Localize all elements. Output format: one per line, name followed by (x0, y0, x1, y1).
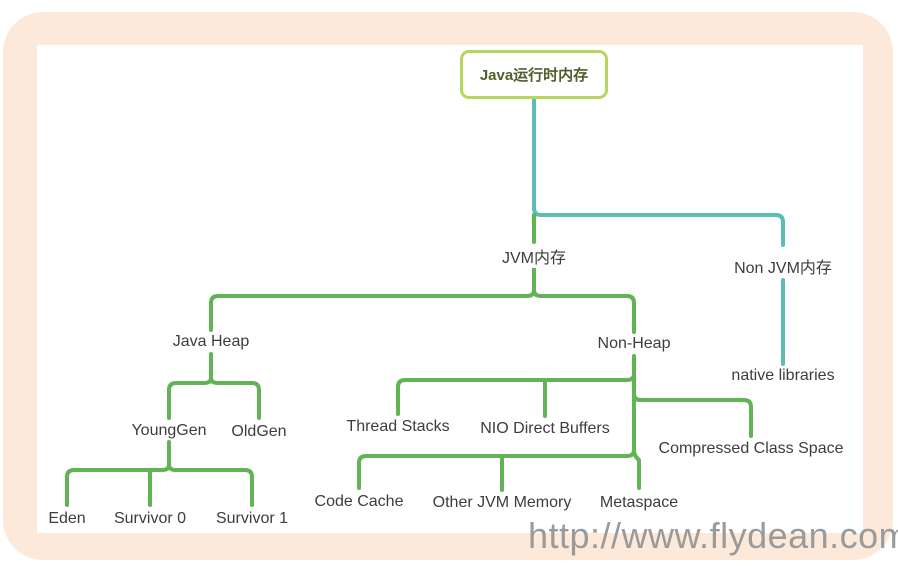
node-compressed-class-space: Compressed Class Space (657, 440, 845, 458)
root-node: Java运行时内存 (460, 50, 608, 99)
node-eden: Eden (47, 510, 87, 528)
node-native-libraries: native libraries (730, 367, 836, 385)
node-thread-stacks: Thread Stacks (345, 418, 451, 436)
node-old-gen: OldGen (230, 423, 288, 441)
edge-heap-children (167, 352, 261, 420)
node-survivor-0: Survivor 0 (112, 510, 188, 528)
node-non-jvm-memory: Non JVM内存 (733, 254, 833, 278)
watermark-text: http://www.flydean.com (528, 515, 898, 556)
node-nio-direct-buffers: NIO Direct Buffers (479, 420, 611, 438)
node-code-cache: Code Cache (313, 493, 405, 511)
edge-nonheap-children (357, 354, 753, 492)
edge-young-children (65, 440, 254, 507)
node-jvm-memory: JVM内存 (500, 244, 568, 268)
node-young-gen: YoungGen (130, 422, 208, 440)
node-other-jvm-memory: Other JVM Memory (431, 494, 573, 512)
node-metaspace: Metaspace (598, 494, 680, 512)
node-non-heap: Non-Heap (596, 335, 672, 353)
node-survivor-1: Survivor 1 (214, 510, 290, 528)
edge-root-nonjvm (532, 95, 785, 247)
edge-jvm-children (209, 266, 636, 334)
node-java-heap: Java Heap (171, 333, 251, 351)
